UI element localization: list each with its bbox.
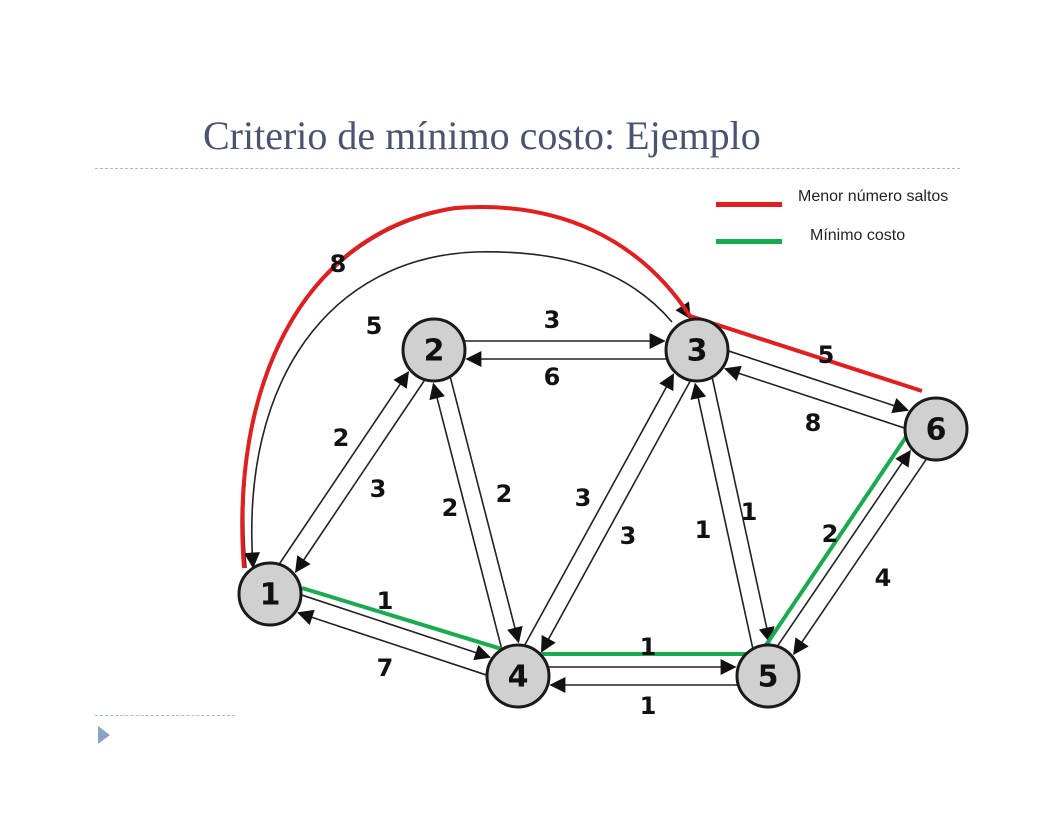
node-label-4: 4 <box>508 660 529 695</box>
edge-label-3-5: 1 <box>741 498 758 526</box>
edge-6-5 <box>793 459 927 656</box>
edge-label-4-3: 3 <box>620 522 637 550</box>
edge-4-3 <box>524 373 674 645</box>
node-circle-4 <box>485 643 551 709</box>
edge-label-6-3: 8 <box>805 409 822 437</box>
node-label-6: 6 <box>926 413 947 448</box>
edge-4-2 <box>429 382 503 649</box>
edge-label-1-4: 1 <box>377 587 394 615</box>
edge-label-2-3: 3 <box>544 306 561 334</box>
edge-label-3-1: 5 <box>366 312 383 340</box>
node-6: 6 <box>903 396 969 462</box>
edge-label-4-2: 2 <box>442 494 459 522</box>
edge-1-2 <box>279 371 410 564</box>
node-circle-1 <box>237 561 303 627</box>
edge-3-5 <box>711 378 775 644</box>
edge-label-3-2: 6 <box>544 363 561 391</box>
paths-layer <box>240 205 923 656</box>
edge-label-1-2: 2 <box>333 424 350 452</box>
legend-label-cost: Mínimo costo <box>810 227 906 244</box>
edge-2-1 <box>294 380 425 573</box>
triangle-bullet-icon <box>98 726 110 744</box>
edge-label-2-1: 3 <box>370 475 387 503</box>
node-1: 1 <box>237 561 303 627</box>
node-label-1: 1 <box>260 578 281 613</box>
edge-label-4-1: 7 <box>377 654 394 682</box>
edge-3-4 <box>541 381 691 653</box>
edge-6-3 <box>723 365 904 429</box>
edge-label-3-6: 5 <box>818 341 835 369</box>
edge-label-5-4: 1 <box>640 692 657 720</box>
edge-label-3-4: 3 <box>575 484 592 512</box>
edge-label-1-3: 8 <box>330 250 347 278</box>
path-min-hops <box>240 205 923 569</box>
legend-label-hops: Menor número saltos <box>798 188 949 205</box>
edge-5-3 <box>690 382 754 648</box>
edge-1-4 <box>302 594 492 661</box>
edge-label-2-4: 2 <box>496 480 513 508</box>
path-min-cost <box>301 429 912 656</box>
node-3: 3 <box>664 317 730 383</box>
footer-divider <box>95 715 235 716</box>
node-circle-6 <box>903 396 969 462</box>
legend-swatch-hops <box>716 202 782 207</box>
edge-label-4-5: 1 <box>640 633 657 661</box>
node-5: 5 <box>735 643 801 709</box>
edge-3-1 <box>244 251 673 569</box>
node-circle-2 <box>401 317 467 383</box>
node-label-5: 5 <box>758 660 779 695</box>
node-2: 2 <box>401 317 467 383</box>
node-circle-3 <box>664 317 730 383</box>
title-divider <box>95 168 960 169</box>
edge-3-6 <box>729 350 910 414</box>
edge-label-5-3: 1 <box>695 516 712 544</box>
edge-5-6 <box>777 449 911 646</box>
node-circle-5 <box>735 643 801 709</box>
legend-swatch-cost <box>716 239 782 244</box>
edge-label-5-6: 2 <box>822 520 839 548</box>
edge-2-4 <box>449 377 523 644</box>
slide-title: Criterio de mínimo costo: Ejemplo <box>203 113 761 158</box>
node-4: 4 <box>485 643 551 709</box>
edge-label-6-5: 4 <box>875 564 892 592</box>
edge-4-1 <box>296 609 486 676</box>
node-label-2: 2 <box>424 334 445 369</box>
edges-layer <box>242 206 927 693</box>
node-label-3: 3 <box>687 334 708 369</box>
